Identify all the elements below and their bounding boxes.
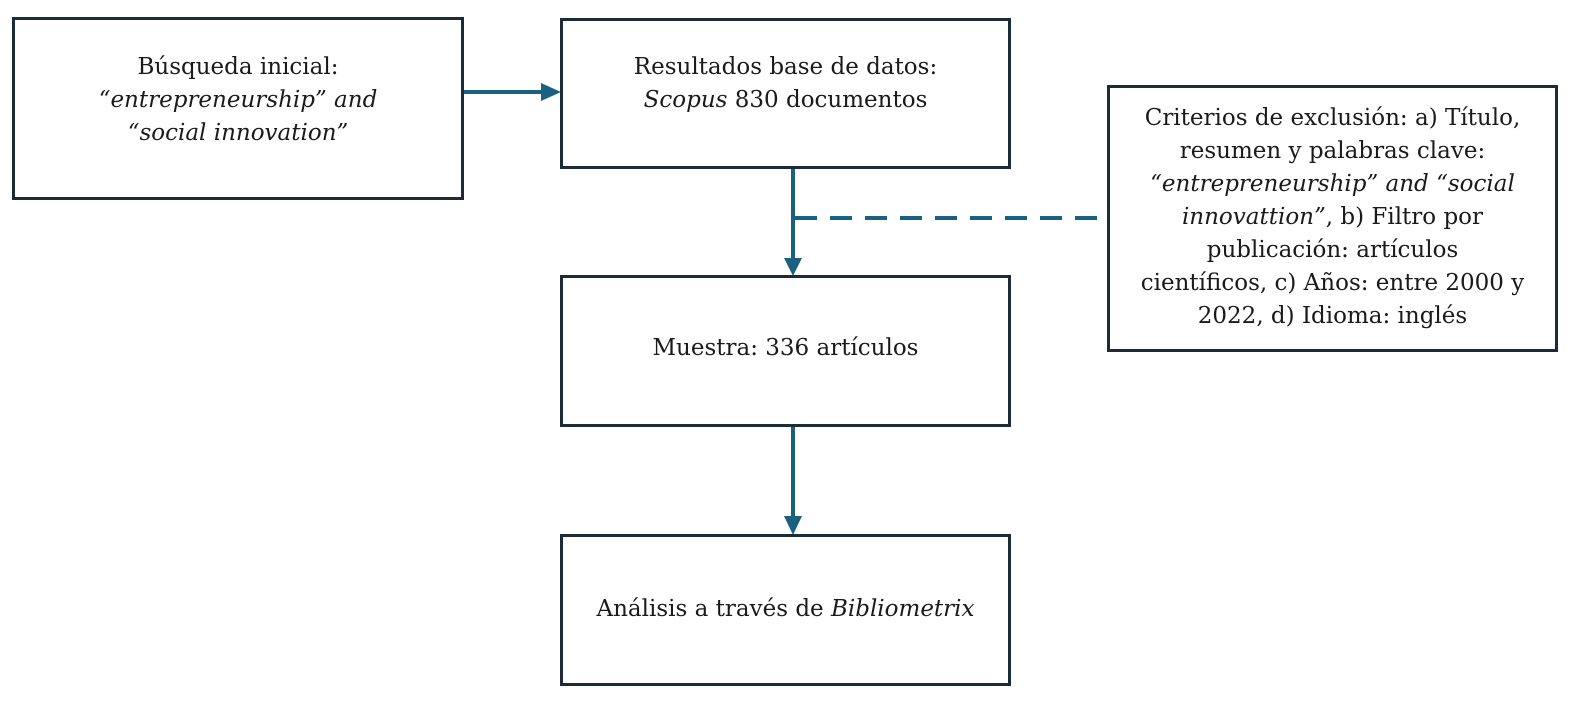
analysis-box: Análisis a través de Bibliometrix: [560, 534, 1011, 686]
arrowhead-search-to-results: [541, 83, 561, 101]
sample-text: Muestra: 336 artículos: [652, 334, 919, 361]
criteria-line-4-italic: innovattion”: [1181, 204, 1326, 230]
search-term-2: “social innovation”: [127, 120, 349, 146]
results-count: 830 documentos: [727, 86, 928, 113]
criteria-line-4-rest: , b) Filtro por: [1325, 204, 1484, 230]
sample-box: Muestra: 336 artículos: [560, 275, 1011, 427]
arrowhead-sample-to-analysis: [784, 516, 802, 535]
analysis-prefix: Análisis a través de: [596, 595, 831, 622]
exclusion-criteria-box: Criterios de exclusión: a) Título, resum…: [1107, 85, 1558, 352]
search-term-1: “entrepreneurship” and: [98, 87, 378, 113]
analysis-tool: Bibliometrix: [830, 595, 975, 622]
database-results-box: Resultados base de datos: Scopus 830 doc…: [560, 18, 1011, 169]
search-title: Búsqueda inicial:: [137, 54, 339, 80]
criteria-line-5: publicación: artículos: [1206, 237, 1459, 263]
criteria-line-7: 2022, d) Idioma: inglés: [1197, 303, 1468, 329]
criteria-line-3: “entrepreneurship” and “social: [1150, 171, 1515, 197]
arrowhead-results-to-sample: [784, 258, 802, 276]
criteria-line-1: Criterios de exclusión: a) Título,: [1144, 105, 1521, 131]
criteria-line-6: científicos, c) Años: entre 2000 y: [1140, 270, 1525, 296]
initial-search-box: Búsqueda inicial: “entrepreneurship” and…: [12, 17, 464, 200]
results-source: Scopus: [643, 86, 728, 113]
criteria-line-2: resumen y palabras clave:: [1179, 138, 1486, 164]
results-title: Resultados base de datos:: [633, 53, 938, 80]
